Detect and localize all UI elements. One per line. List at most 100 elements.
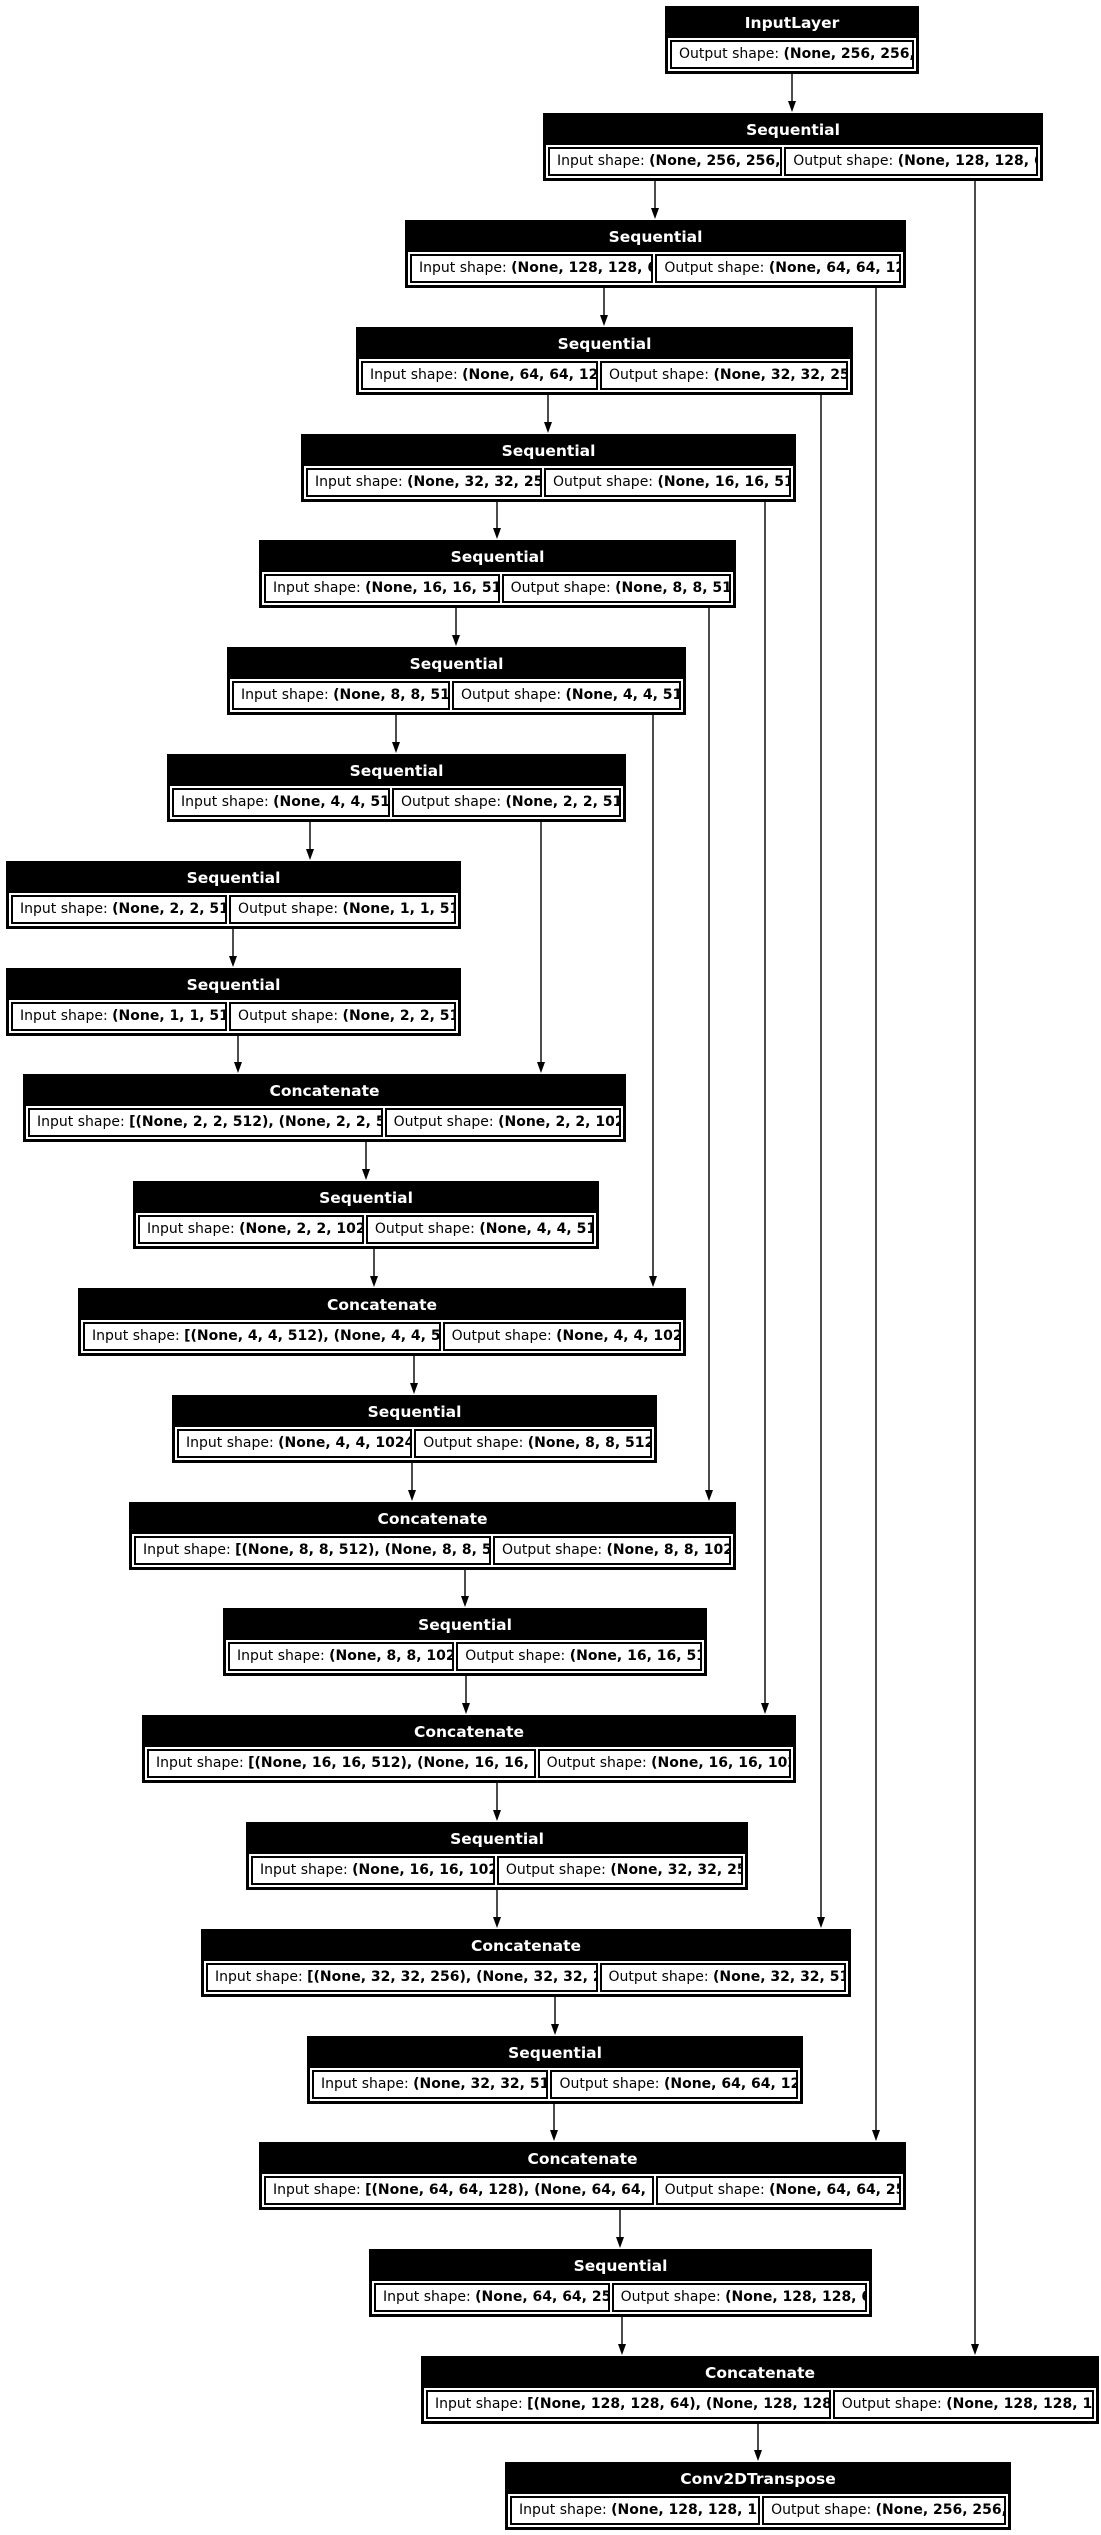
output-shape-cell: Output shape: (None, 2, 2, 512) bbox=[392, 788, 621, 817]
output-shape-value: (None, 1, 1, 512) bbox=[342, 901, 454, 917]
shape-cells-row: Input shape: (None, 64, 64, 256)Output s… bbox=[372, 2281, 869, 2314]
arrowhead-icon bbox=[754, 2450, 762, 2461]
input-shape-cell: Input shape: [(None, 64, 64, 128), (None… bbox=[264, 2176, 654, 2205]
input-shape-prefix: Input shape: bbox=[237, 1648, 330, 1664]
arrowhead-icon bbox=[537, 1062, 545, 1073]
input-shape-cell: Input shape: [(None, 4, 4, 512), (None, … bbox=[83, 1322, 441, 1351]
input-shape-value: (None, 4, 4, 1024) bbox=[278, 1435, 413, 1451]
output-shape-prefix: Output shape: bbox=[664, 260, 769, 276]
output-shape-cell: Output shape: (None, 4, 4, 1024) bbox=[442, 1322, 681, 1351]
shape-cells-row: Input shape: [(None, 16, 16, 512), (None… bbox=[145, 1747, 793, 1780]
input-shape-cell: Input shape: [(None, 8, 8, 512), (None, … bbox=[134, 1536, 492, 1565]
output-shape-prefix: Output shape: bbox=[546, 1755, 652, 1771]
output-shape-cell: Output shape: (None, 16, 16, 1024) bbox=[537, 1749, 791, 1778]
input-shape-value: (None, 128, 128, 64) bbox=[511, 260, 651, 276]
layer-type-label: Concatenate bbox=[262, 2145, 903, 2174]
shape-cells-row: Input shape: [(None, 8, 8, 512), (None, … bbox=[132, 1534, 733, 1567]
layer-type-label: Sequential bbox=[136, 1184, 596, 1213]
output-shape-cell: Output shape: (None, 64, 64, 128) bbox=[655, 254, 901, 283]
input-shape-prefix: Input shape: bbox=[383, 2289, 476, 2305]
shape-cells-row: Input shape: [(None, 2, 2, 512), (None, … bbox=[26, 1106, 623, 1139]
arrowhead-icon bbox=[408, 1490, 416, 1501]
arrowhead-icon bbox=[306, 849, 314, 860]
shape-cells-row: Input shape: (None, 16, 16, 1024)Output … bbox=[249, 1854, 745, 1887]
input-shape-value: (None, 32, 32, 512) bbox=[413, 2076, 549, 2092]
layer-type-label: Concatenate bbox=[424, 2359, 1096, 2388]
output-shape-prefix: Output shape: bbox=[502, 1542, 607, 1558]
input-shape-prefix: Input shape: bbox=[435, 2396, 528, 2412]
input-shape-cell: Input shape: [(None, 16, 16, 512), (None… bbox=[147, 1749, 536, 1778]
layer-type-label: Concatenate bbox=[81, 1291, 683, 1320]
arrowhead-icon bbox=[229, 956, 237, 967]
output-shape-cell: Output shape: (None, 2, 2, 512) bbox=[229, 1002, 456, 1031]
input-shape-value: [(None, 16, 16, 512), (None, 16, 16, 512… bbox=[248, 1755, 534, 1771]
layer-type-label: Sequential bbox=[359, 330, 850, 359]
arrowhead-icon bbox=[817, 1917, 825, 1928]
input-shape-prefix: Input shape: bbox=[181, 794, 274, 810]
output-shape-prefix: Output shape: bbox=[552, 474, 658, 490]
input-shape-prefix: Input shape: bbox=[321, 2076, 414, 2092]
output-shape-cell: Output shape: (None, 8, 8, 1024) bbox=[493, 1536, 731, 1565]
input-shape-prefix: Input shape: bbox=[20, 1008, 113, 1024]
output-shape-prefix: Output shape: bbox=[423, 1435, 528, 1451]
layer-type-label: Sequential bbox=[262, 543, 733, 572]
arrowhead-icon bbox=[410, 1383, 418, 1394]
layer-type-label: Sequential bbox=[408, 223, 903, 252]
shape-cells-row: Output shape: (None, 256, 256, 3) bbox=[668, 38, 916, 71]
output-shape-cell: Output shape: (None, 16, 16, 512) bbox=[543, 468, 791, 497]
output-shape-prefix: Output shape: bbox=[374, 1221, 480, 1237]
output-shape-value: (None, 4, 4, 1024) bbox=[556, 1328, 679, 1344]
input-shape-cell: Input shape: (None, 8, 8, 1024) bbox=[228, 1642, 455, 1671]
output-shape-cell: Output shape: (None, 4, 4, 512) bbox=[452, 681, 681, 710]
input-shape-cell: Input shape: (None, 4, 4, 1024) bbox=[177, 1429, 413, 1458]
output-shape-cell: Output shape: (None, 32, 32, 512) bbox=[599, 1963, 846, 1992]
output-shape-prefix: Output shape: bbox=[841, 2396, 947, 2412]
input-shape-prefix: Input shape: bbox=[273, 2182, 366, 2198]
shape-cells-row: Input shape: (None, 4, 4, 512)Output sha… bbox=[170, 786, 623, 819]
input-shape-prefix: Input shape: bbox=[215, 1969, 308, 1985]
arrowhead-icon bbox=[493, 1810, 501, 1821]
input-shape-value: (None, 1, 1, 512) bbox=[112, 1008, 228, 1024]
input-shape-prefix: Input shape: bbox=[519, 2502, 612, 2518]
output-shape-value: (None, 32, 32, 512) bbox=[713, 1969, 844, 1985]
layer-type-label: Concatenate bbox=[204, 1932, 848, 1961]
output-shape-value: (None, 128, 128, 128) bbox=[946, 2396, 1093, 2412]
output-shape-cell: Output shape: (None, 8, 8, 512) bbox=[414, 1429, 652, 1458]
input-shape-cell: Input shape: [(None, 128, 128, 64), (Non… bbox=[426, 2390, 831, 2419]
shape-cells-row: Input shape: [(None, 4, 4, 512), (None, … bbox=[81, 1320, 683, 1353]
layer-type-label: Sequential bbox=[175, 1398, 654, 1427]
output-shape-value: (None, 64, 64, 128) bbox=[768, 260, 899, 276]
input-shape-value: [(None, 32, 32, 256), (None, 32, 32, 256… bbox=[307, 1969, 595, 1985]
layer-type-label: Sequential bbox=[310, 2039, 800, 2068]
input-shape-value: (None, 16, 16, 1024) bbox=[352, 1862, 493, 1878]
arrowhead-icon bbox=[452, 635, 460, 646]
layer-type-label: Sequential bbox=[170, 757, 623, 786]
input-shape-cell: Input shape: (None, 4, 4, 512) bbox=[172, 788, 390, 817]
output-shape-prefix: Output shape: bbox=[238, 901, 343, 917]
output-shape-value: (None, 4, 4, 512) bbox=[565, 687, 681, 703]
output-shape-prefix: Output shape: bbox=[793, 153, 898, 169]
input-shape-value: (None, 4, 4, 512) bbox=[273, 794, 390, 810]
arrowhead-icon bbox=[761, 1703, 769, 1714]
input-shape-cell: Input shape: (None, 2, 2, 1024) bbox=[138, 1215, 364, 1244]
layer-type-label: Concatenate bbox=[145, 1718, 793, 1747]
input-shape-value: (None, 2, 2, 1024) bbox=[239, 1221, 362, 1237]
output-shape-prefix: Output shape: bbox=[679, 46, 784, 62]
output-shape-prefix: Output shape: bbox=[620, 2289, 726, 2305]
output-shape-cell: Output shape: (None, 32, 32, 256) bbox=[496, 1856, 743, 1885]
input-shape-prefix: Input shape: bbox=[147, 1221, 240, 1237]
output-shape-value: (None, 16, 16, 512) bbox=[657, 474, 789, 490]
shape-cells-row: Input shape: [(None, 32, 32, 256), (None… bbox=[204, 1961, 848, 1994]
output-shape-prefix: Output shape: bbox=[771, 2502, 876, 2518]
output-shape-cell: Output shape: (None, 256, 256, 3) bbox=[762, 2496, 1006, 2525]
